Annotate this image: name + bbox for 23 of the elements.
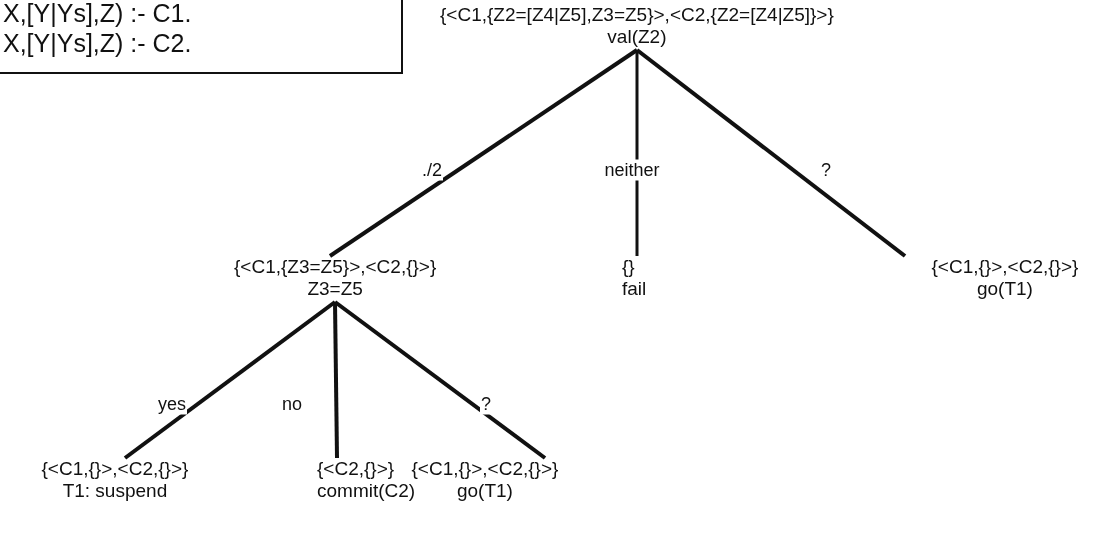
tree-branch <box>333 301 339 459</box>
node-text: {<C1,{}>,<C2,{}>} <box>411 458 559 480</box>
tree-branch <box>635 48 907 258</box>
code-box <box>0 0 403 74</box>
tree-branch <box>635 50 639 256</box>
node-text: go(T1) <box>455 480 514 502</box>
node-text: val(Z2) <box>606 26 668 48</box>
code-line: X,[Y|Ys],Z) :- C2. <box>3 28 193 58</box>
node-text: {} <box>622 256 636 278</box>
node-text: commit(C2) <box>317 480 416 502</box>
tree-branch <box>333 300 547 460</box>
node-text: T1: suspend <box>61 480 169 502</box>
node-text: {<C1,{Z3=Z5}>,<C2,{}>} <box>234 256 437 278</box>
node-text: Z3=Z5 <box>306 278 364 300</box>
node-text: fail <box>622 278 647 300</box>
node-text: {<C1,{}>,<C2,{}>} <box>41 458 189 480</box>
tree-branch <box>328 48 639 258</box>
edge-label: neither <box>603 159 661 181</box>
node-text: {<C1,{Z2=[Z4|Z5],Z3=Z5}>,<C2,{Z2=[Z4|Z5]}>} <box>440 4 834 26</box>
tree-branch <box>123 300 337 460</box>
node-text: go(T1) <box>975 278 1034 300</box>
node-text: {<C1,{}>,<C2,{}>} <box>931 256 1079 278</box>
code-line: X,[Y|Ys],Z) :- C1. <box>3 0 193 28</box>
